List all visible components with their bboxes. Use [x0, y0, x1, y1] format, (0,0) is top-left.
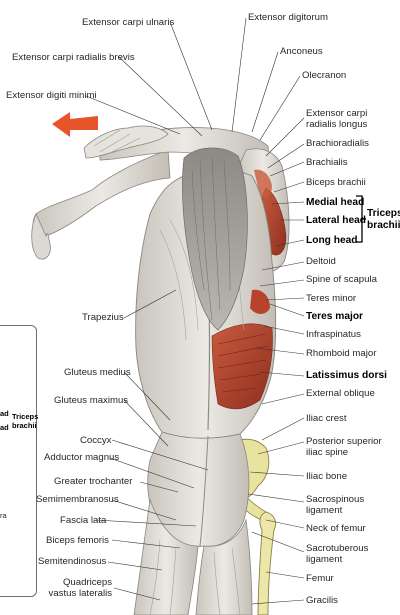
label-iliac-crest: Iliac crest [306, 413, 347, 424]
side-inset-panel [0, 325, 37, 597]
label-coccyx: Coccyx [80, 435, 112, 446]
label-iliac-bone: Iliac bone [306, 471, 348, 482]
side-panel-head-bottom: ad [0, 423, 9, 432]
label-extensor-digiti-minimi: Extensor digiti minimi [6, 90, 97, 101]
label-adductor-magnus: Adductor magnus [44, 452, 120, 463]
label-gluteus-maximus: Gluteus maximus [54, 395, 129, 406]
arrow-left-icon [52, 112, 98, 137]
label-teres-minor: Teres minor [306, 293, 357, 304]
label-fascia-lata: Fascia lata [60, 515, 107, 526]
label-extensor-carpi-radialis-brevis: Extensor carpi radialis brevis [12, 52, 135, 63]
label-sacrotuberous-ligament: Sacrotuberous ligament [306, 543, 369, 565]
label-greater-trochanter: Greater trochanter [54, 476, 133, 487]
label-anconeus: Anconeus [280, 46, 323, 57]
side-panel-triceps: Triceps brachii [12, 412, 39, 430]
label-femur: Femur [306, 573, 334, 584]
triceps-bracket [356, 195, 366, 243]
label-latissimus-dorsi: Latissimus dorsi [306, 370, 387, 381]
label-deltoid: Deltoid [306, 256, 336, 267]
label-extensor-carpi-ulnaris: Extensor carpi ulnaris [82, 17, 175, 28]
label-semimembranosus: Semimembranosus [36, 494, 119, 505]
label-external-oblique: External oblique [306, 388, 375, 399]
side-panel-head-top: ad [0, 409, 9, 418]
label-brachialis: Brachialis [306, 157, 348, 168]
label-biceps-femoris: Biceps femoris [46, 535, 109, 546]
left-arm [31, 149, 171, 260]
label-semitendinosus: Semitendinosus [38, 556, 107, 567]
label-olecranon: Olecranon [302, 70, 347, 81]
label-neck-of-femur: Neck of femur [306, 523, 366, 534]
label-teres-major: Teres major [306, 311, 364, 322]
label-sacrospinous-ligament: Sacrospinous ligament [306, 494, 365, 516]
label-extensor-digitorum: Extensor digitorum [248, 12, 328, 23]
forearm-overhead [83, 125, 269, 165]
label-gracilis: Gracilis [306, 595, 338, 606]
side-panel-fragment: ra [0, 511, 7, 520]
label-biceps-brachii: Biceps brachii [306, 177, 366, 188]
label-spine-of-scapula: Spine of scapula [306, 274, 377, 285]
label-lateral-head: Lateral head [306, 215, 367, 226]
label-triceps-brachii: Triceps brachii [367, 208, 400, 231]
hair [182, 147, 248, 331]
label-extensor-carpi-radialis-longus: Extensor carpi radialis longus [306, 108, 368, 130]
label-trapezius: Trapezius [82, 312, 124, 323]
label-gluteus-medius: Gluteus medius [64, 367, 131, 378]
label-brachioradialis: Brachioradialis [306, 138, 369, 149]
label-quadriceps-vastus-lateralis: Quadriceps vastus lateralis [48, 577, 112, 599]
label-infraspinatus: Infraspinatus [306, 329, 361, 340]
label-medial-head: Medial head [306, 197, 365, 208]
hips-and-legs [133, 431, 253, 615]
label-posterior-superior-iliac-spine: Posterior superior iliac spine [306, 436, 382, 458]
label-rhomboid-major: Rhomboid major [306, 348, 377, 359]
label-long-head: Long head [306, 235, 358, 246]
leader-lines [85, 17, 305, 605]
